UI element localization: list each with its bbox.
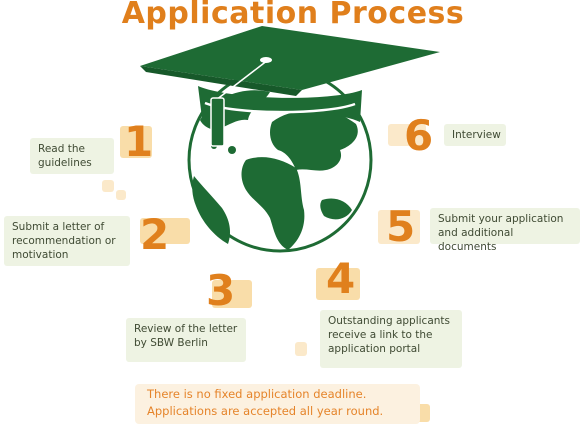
highlight-square — [102, 180, 114, 192]
highlight-square — [378, 210, 420, 244]
highlight-square — [120, 126, 152, 158]
step-2-box: Submit a letter of recommendation or mot… — [4, 216, 130, 266]
step-5-number: 5 — [386, 202, 416, 251]
deadline-note-line-2: Applications are accepted all year round… — [147, 404, 384, 418]
step-5-text: Submit your application and additional d… — [438, 213, 564, 253]
step-2-text: Submit a letter of recommendation or mot… — [12, 221, 116, 261]
step-1-text: Read the guidelines — [38, 143, 92, 169]
step-4-text: Outstanding applicants receive a link to… — [328, 315, 451, 355]
step-6-box: Interview — [444, 124, 506, 146]
step-6-number: 6 — [404, 111, 434, 160]
step-6-text: Interview — [452, 129, 501, 141]
deadline-note: There is no fixed application deadline. … — [135, 384, 420, 424]
step-4-box: Outstanding applicants receive a link to… — [320, 310, 462, 368]
step-1-number: 1 — [124, 117, 154, 166]
step-3-box: Review of the letter by SBW Berlin — [126, 318, 246, 362]
highlight-square — [316, 268, 360, 300]
highlight-square — [388, 124, 426, 146]
step-4-number: 4 — [326, 254, 356, 303]
step-1-box: Read the guidelines — [30, 138, 114, 174]
highlight-square — [140, 218, 190, 244]
highlight-square — [116, 190, 126, 200]
step-3-text: Review of the letter by SBW Berlin — [134, 323, 238, 349]
page-title: Application Process — [121, 0, 465, 31]
highlight-square — [212, 280, 252, 308]
step-5-box: Submit your application and additional d… — [430, 208, 580, 253]
highlight-square — [295, 342, 307, 356]
step-2-number: 2 — [140, 210, 170, 259]
deadline-note-line-1: There is no fixed application deadline. — [147, 387, 367, 401]
step-3-number: 3 — [206, 266, 236, 315]
